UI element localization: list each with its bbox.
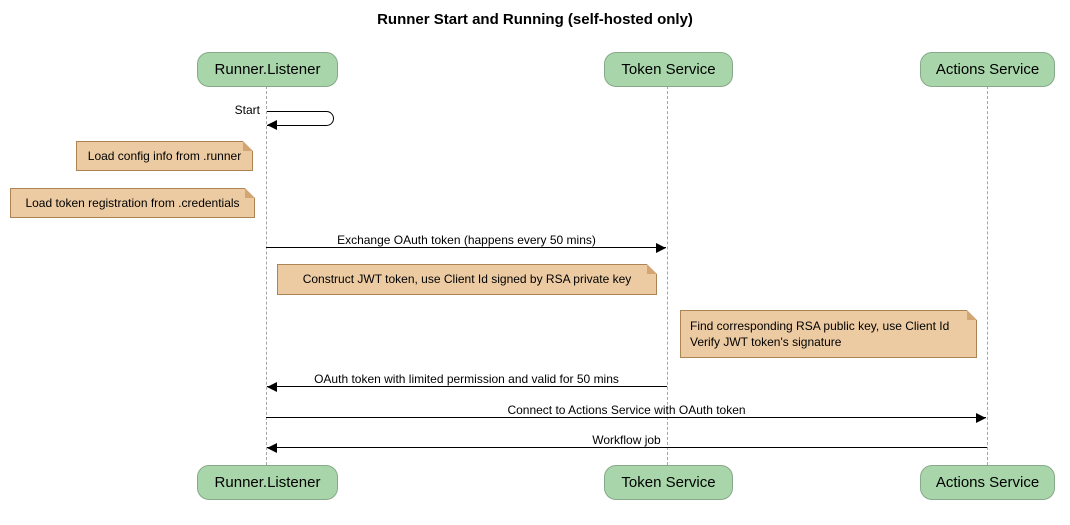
participant-label: Actions Service	[935, 61, 1040, 78]
message-line-exchange-oauth	[266, 247, 666, 248]
arrowhead-right-icon	[656, 243, 666, 253]
note-load-token-registration: Load token registration from .credential…	[10, 188, 255, 218]
participant-label: Actions Service	[935, 474, 1040, 491]
diagram-title: Runner Start and Running (self-hosted on…	[377, 11, 693, 28]
self-message-start-loop	[267, 111, 334, 126]
arrowhead-right-icon	[976, 413, 986, 423]
message-label-exchange-oauth: Exchange OAuth token (happens every 50 m…	[337, 233, 596, 247]
arrowhead-left-icon	[267, 443, 277, 453]
participant-label: Token Service	[621, 61, 716, 78]
participant-runner-listener-top: Runner.Listener	[197, 52, 338, 87]
participant-runner-listener-bottom: Runner.Listener	[197, 465, 338, 500]
participant-label: Runner.Listener	[214, 61, 321, 78]
message-label-connect-actions: Connect to Actions Service with OAuth to…	[507, 403, 746, 417]
note-construct-jwt: Construct JWT token, use Client Id signe…	[277, 264, 657, 295]
message-label-oauth-token-return: OAuth token with limited permission and …	[314, 372, 619, 386]
participant-label: Token Service	[621, 474, 716, 491]
lifeline-runner-listener	[266, 86, 267, 465]
lifeline-token-service	[667, 86, 668, 465]
arrowhead-left-icon	[267, 382, 277, 392]
message-line-connect-actions	[266, 417, 986, 418]
lifeline-actions-service	[987, 86, 988, 465]
participant-actions-service-top: Actions Service	[920, 52, 1055, 87]
participant-actions-service-bottom: Actions Service	[920, 465, 1055, 500]
message-line-oauth-token-return	[267, 386, 667, 387]
message-line-workflow-job	[267, 447, 987, 448]
message-label-workflow-job: Workflow job	[592, 433, 661, 447]
note-load-config: Load config info from .runner	[76, 141, 253, 171]
participant-label: Runner.Listener	[214, 474, 321, 491]
self-message-arrowhead-icon	[267, 120, 277, 130]
note-verify-jwt: Find corresponding RSA public key, use C…	[680, 310, 977, 358]
participant-token-service-bottom: Token Service	[604, 465, 733, 500]
participant-token-service-top: Token Service	[604, 52, 733, 87]
self-message-start-label: Start	[234, 103, 260, 117]
